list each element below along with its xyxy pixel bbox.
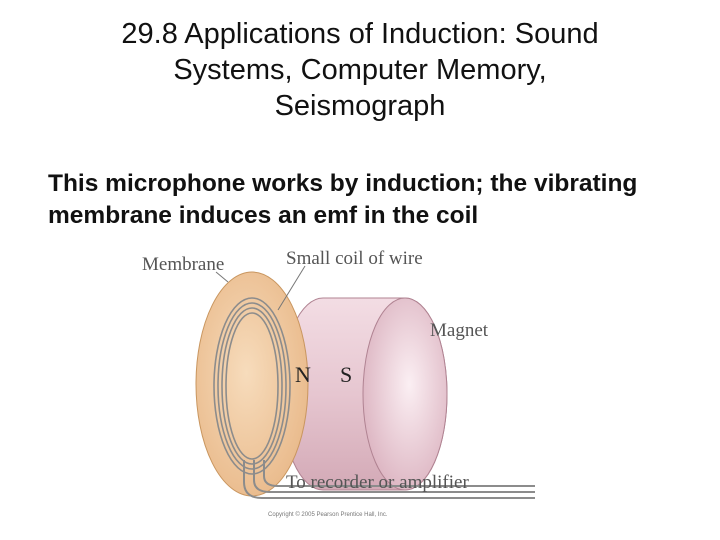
title-line-3: Seismograph (274, 90, 446, 122)
membrane-disc (195, 271, 309, 497)
output-wires (243, 460, 535, 499)
slide-body-text: This microphone works by induction; the … (48, 170, 638, 229)
magnet-face (362, 297, 448, 491)
title-line-1: 29.8 Applications of Induction: Sound (121, 18, 599, 50)
north-pole-label: N (295, 362, 311, 387)
membrane-label: Membrane (142, 254, 224, 275)
membrane-leader-line (215, 271, 229, 283)
magnet-label: Magnet (430, 320, 489, 341)
south-pole-label: S (340, 362, 352, 387)
coil-leader-line (277, 265, 306, 311)
copyright-note: Copyright © 2005 Pearson Prentice Hall, … (268, 511, 388, 518)
coil-of-wire (213, 297, 291, 475)
title-line-2: Systems, Computer Memory, (173, 54, 547, 86)
slide-title: 29.8 Applications of Induction: Sound Sy… (0, 16, 720, 124)
output-label: To recorder or amplifier (286, 472, 469, 493)
coil-label: Small coil of wire (286, 248, 423, 269)
microphone-diagram: Membrane Small coil of wire Magnet N S T… (142, 248, 535, 518)
